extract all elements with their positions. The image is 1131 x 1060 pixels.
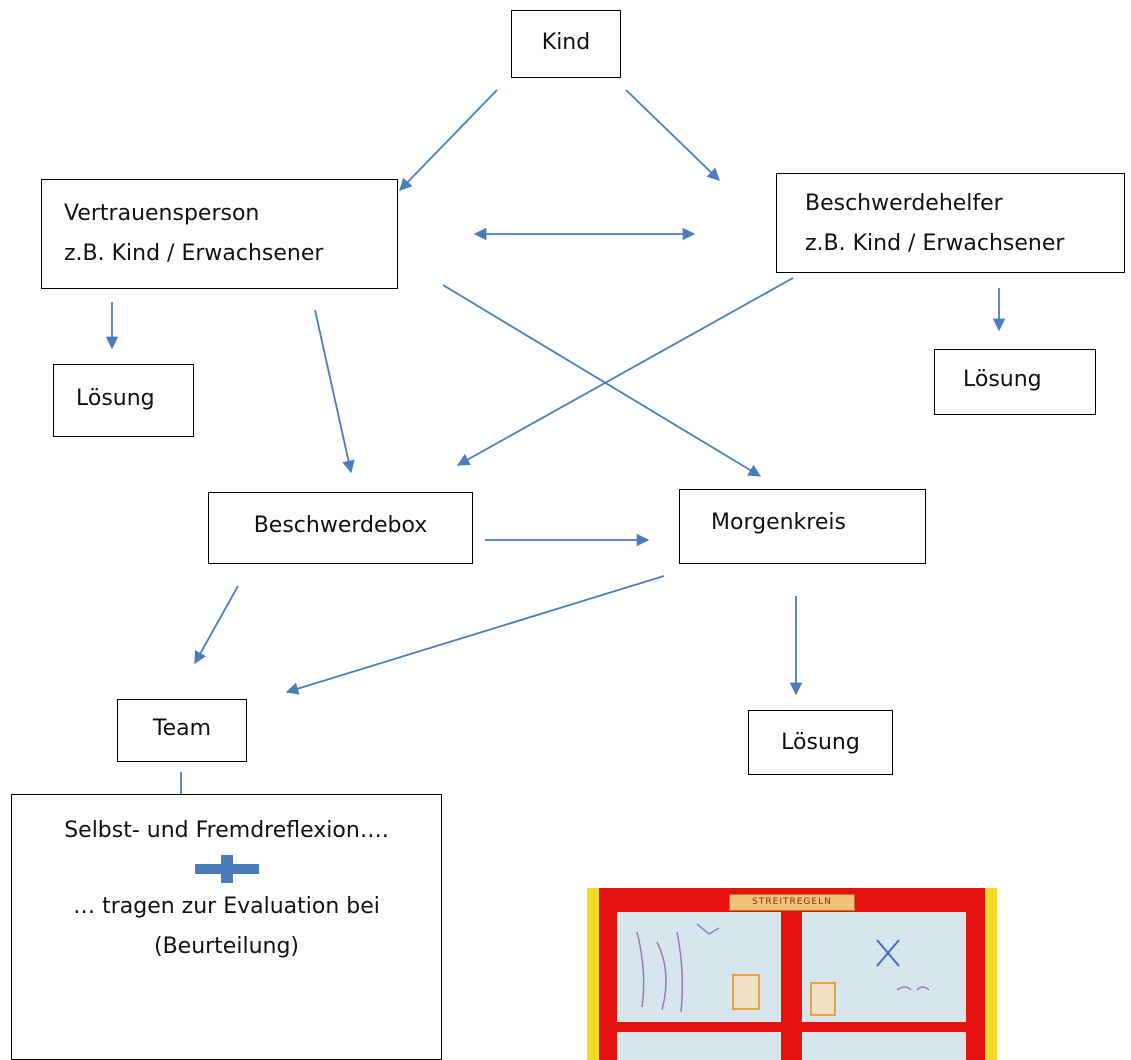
- child-drawing-sketch: [636, 923, 720, 1013]
- arrow-kind-to-vertrauensperson: [399, 89, 498, 191]
- photo-frame-left: [587, 888, 599, 1060]
- arrow-vertrauensperson-to-beschwerdebox: [314, 309, 355, 474]
- photo-board-label: STREITREGELN: [729, 894, 855, 911]
- node-loesung-right-label: Lösung: [963, 367, 1042, 392]
- node-kind: Kind: [511, 10, 621, 78]
- arrow-kind-to-beschwerdehelfer: [625, 89, 720, 181]
- arrow-beschwerdebox-to-team: [194, 585, 239, 665]
- node-loesung-left-label: Lösung: [76, 386, 155, 411]
- photo-drawing-card: [802, 1032, 966, 1060]
- arrow-vertrauensperson-to-morgenkreis: [442, 284, 762, 477]
- children-drawings-photo: STREITREGELN: [587, 888, 997, 1060]
- photo-drawing-card: [617, 912, 781, 1022]
- child-drawing-sketch: [876, 939, 930, 991]
- node-vertrauensperson-subtitle: z.B. Kind / Erwachsener: [64, 241, 324, 266]
- photo-child-portrait: [810, 982, 836, 1016]
- node-beschwerdehelfer-subtitle: z.B. Kind / Erwachsener: [805, 231, 1065, 256]
- node-beschwerdebox-label: Beschwerdebox: [253, 513, 428, 538]
- node-morgenkreis: Morgenkreis: [679, 489, 926, 564]
- photo-drawing-card: [802, 912, 966, 1022]
- node-team-label: Team: [152, 716, 212, 741]
- photo-drawing-card: [617, 1032, 781, 1060]
- node-loesung-bottom: Lösung: [748, 710, 893, 775]
- arrow-beschwerdehelfer-to-beschwerdebox: [456, 277, 794, 466]
- arrow-morgenkreis-to-team: [285, 575, 665, 695]
- node-reflexion-line3: (Beurteilung): [153, 934, 300, 959]
- node-morgenkreis-label: Morgenkreis: [711, 510, 846, 535]
- node-vertrauensperson: Vertrauensperson z.B. Kind / Erwachsener: [41, 179, 398, 289]
- node-reflexion-line1: Selbst- und Fremdreflexion….: [64, 818, 389, 843]
- photo-frame-right: [985, 888, 997, 1060]
- node-beschwerdebox: Beschwerdebox: [208, 492, 473, 564]
- plus-icon: [12, 851, 441, 887]
- node-loesung-right: Lösung: [934, 349, 1096, 415]
- node-reflexion-line2: … tragen zur Evaluation bei: [73, 894, 380, 919]
- node-loesung-bottom-label: Lösung: [781, 730, 860, 755]
- node-beschwerdehelfer: Beschwerdehelfer z.B. Kind / Erwachsener: [776, 173, 1125, 273]
- node-reflexion: Selbst- und Fremdreflexion…. … tragen zu…: [11, 794, 442, 1060]
- photo-child-portrait: [732, 974, 760, 1010]
- node-loesung-left: Lösung: [53, 364, 194, 437]
- node-beschwerdehelfer-title: Beschwerdehelfer: [805, 191, 1003, 216]
- node-kind-label: Kind: [541, 30, 591, 55]
- node-team: Team: [117, 699, 247, 762]
- node-vertrauensperson-title: Vertrauensperson: [64, 201, 260, 226]
